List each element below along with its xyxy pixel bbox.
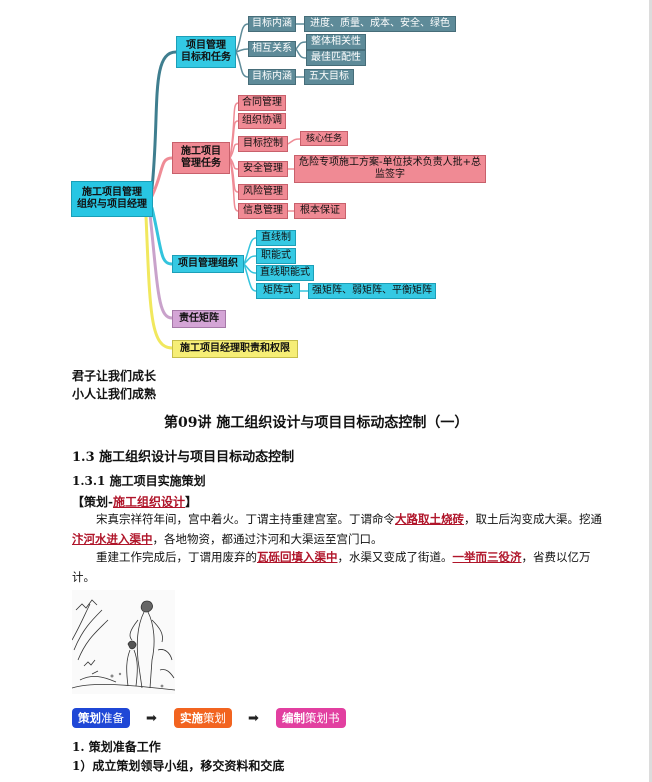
b2-leaf-safety-plan: 危险专项施工方案-单位技术负责人批+总监签字 — [294, 155, 486, 183]
p1-text-3: ，各地物资，都通过汴河和大渠运至宫门口。 — [152, 532, 383, 546]
illustration-ink-drawing — [72, 590, 175, 694]
section-heading: 1.3 施工组织设计与项目目标动态控制 — [72, 450, 295, 465]
page-edge — [649, 0, 652, 782]
b2-item-safety: 安全管理 — [238, 161, 288, 177]
b3-item-line-functional: 直线职能式 — [256, 265, 314, 281]
step-strategy-prep: 策划准备 — [72, 708, 130, 728]
b1-leaf-five-goals: 五大目标 — [304, 69, 354, 85]
b1-leaf-overall: 整体相关性 — [306, 34, 366, 50]
b1-item-relation: 相互关系 — [248, 41, 296, 57]
p2-text-1: 重建工作完成后，丁谓用废弃的 — [96, 550, 257, 564]
step2-rest: 策划 — [203, 711, 226, 725]
strategy-name: 施工组织设计 — [112, 495, 185, 509]
b2-item-target-control: 目标控制 — [238, 136, 288, 152]
b2-item-coordination: 组织协调 — [238, 113, 286, 129]
p1-highlight-1: 大路取土烧砖 — [395, 512, 464, 526]
step3-rest: 策划书 — [305, 711, 340, 725]
p1-text-2: ，取土后沟变成大渠。挖通 — [464, 512, 602, 526]
mindmap-root: 施工项目管理 组织与项目经理 — [71, 181, 153, 217]
p2-text-3: ，省费以亿万计。 — [72, 550, 591, 584]
b2-item-info: 信息管理 — [238, 203, 288, 219]
p1-text-1: 宋真宗祥符年间，宫中着火。丁谓主持重建宫室。丁谓命令 — [96, 512, 395, 526]
b1-item-goal-content: 目标内涵 — [248, 16, 296, 32]
motto-line-1: 君子让我们成长 — [72, 369, 157, 383]
lecture-title: 第09讲 施工组织设计与项目目标动态控制（一） — [164, 415, 469, 431]
p1-highlight-2: 汴河水进入渠中 — [72, 532, 153, 546]
b3-item-matrix: 矩阵式 — [256, 283, 300, 299]
branch-pm-duties: 施工项目经理职责和权限 — [172, 340, 298, 358]
subsection-heading: 1.3.1 施工项目实施策划 — [72, 474, 206, 488]
step-implement-strategy: 实施策划 — [174, 708, 232, 728]
step2-bold: 实施 — [180, 711, 203, 725]
strategy-open: 【策划- — [72, 495, 113, 509]
step3-bold: 编制 — [282, 711, 305, 725]
story-paragraph-2: 重建工作完成后，丁谓用废弃的瓦砾回填入渠中，水渠又变成了街道。一举而三役济，省费… — [72, 547, 602, 587]
step1-bold: 策划 — [78, 711, 101, 725]
b2-leaf-core-task: 核心任务 — [300, 131, 348, 146]
b2-item-risk: 风险管理 — [238, 184, 288, 200]
mindmap-connectors — [144, 23, 308, 350]
point-1-1: 1）成立策划领导小组，移交资料和交底 — [72, 759, 285, 773]
arrow-right-icon-2: ➡ — [248, 711, 259, 726]
point-1-heading: 1. 策划准备工作 — [72, 740, 161, 754]
strategy-heading: 【策划-施工组织设计】 — [72, 493, 197, 510]
strategy-close: 】 — [185, 495, 198, 509]
b3-item-line: 直线制 — [256, 230, 296, 246]
arrow-right-icon: ➡ — [146, 711, 157, 726]
p2-highlight-1: 瓦砾回填入渠中 — [257, 550, 338, 564]
p2-text-2: ，水渠又变成了街道。 — [337, 550, 453, 564]
b2-item-contract: 合同管理 — [238, 95, 286, 111]
story-paragraph-1: 宋真宗祥符年间，宫中着火。丁谓主持重建宫室。丁谓命令大路取土烧砖，取土后沟变成大… — [72, 509, 602, 549]
p2-highlight-2: 一举而三役济 — [452, 550, 522, 564]
motto-line-2: 小人让我们成熟 — [72, 387, 157, 401]
step1-rest: 准备 — [101, 711, 124, 725]
b1-item-goal-content-2: 目标内涵 — [248, 69, 296, 85]
b1-leaf-five-aspects: 进度、质量、成本、安全、绿色 — [304, 16, 456, 32]
step-compile-strategy-book: 编制策划书 — [276, 708, 346, 728]
b3-leaf-matrix-types: 强矩阵、弱矩阵、平衡矩阵 — [308, 283, 436, 299]
branch-responsibility-matrix: 责任矩阵 — [172, 310, 226, 328]
b3-item-functional: 职能式 — [256, 248, 296, 264]
branch-construction-tasks: 施工项目 管理任务 — [172, 142, 230, 174]
branch-project-goals: 项目管理 目标和任务 — [176, 36, 236, 68]
b2-leaf-guarantee: 根本保证 — [294, 203, 346, 219]
branch-org: 项目管理组织 — [172, 255, 244, 273]
b1-leaf-best-match: 最佳匹配性 — [306, 50, 366, 66]
